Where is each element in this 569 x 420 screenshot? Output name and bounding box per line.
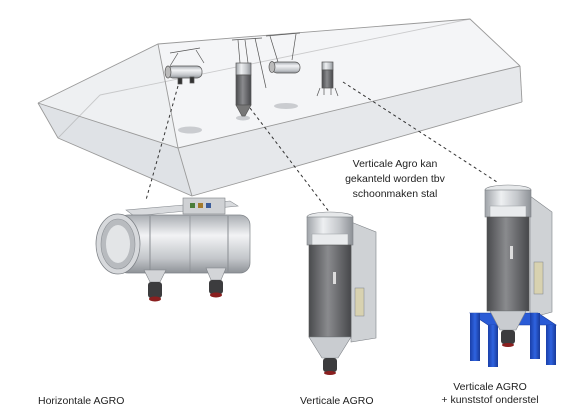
vertical-agro-unit-icon [306,211,377,375]
barn-horizontal-unit-2-icon [265,32,301,74]
barn-vertical-stand-unit-icon [316,61,339,97]
tilt-annotation-line-1: Verticale Agro kan [352,158,438,170]
connector-lines [145,81,498,214]
barn-vertical-unit-tilted-icon [231,37,267,117]
caption-vertical-agro-stand-line-1: Verticale AGRO [453,381,527,393]
caption-vertical-agro-stand: Verticale AGRO + kunststof onderstel [428,381,552,407]
caption-vertical-agro-stand-line-2: + kunststof onderstel [441,394,539,406]
tilt-annotation: Verticale Agro kan gekanteld worden tbv … [336,157,454,202]
tilt-annotation-line-3: schoonmaken stal [352,188,438,200]
vertical-agro-stand-unit-icon [469,184,557,367]
caption-horizontal-agro: Horizontale AGRO [38,395,125,407]
horizontal-agro-unit-icon [95,197,251,302]
tilt-annotation-line-2: gekanteld worden tbv [345,173,445,185]
barn-horizontal-unit-icon [164,47,205,85]
caption-vertical-agro: Verticale AGRO [300,395,374,407]
